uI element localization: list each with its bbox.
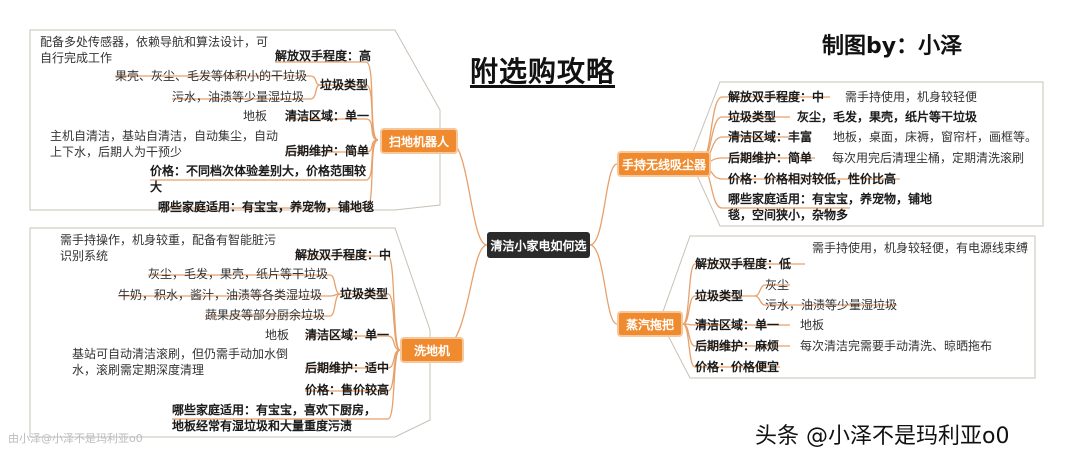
handheld-trash-key: 垃圾类型 xyxy=(728,110,777,124)
washer-family: 哪些家庭适用：有宝宝，喜欢下厨房，地板经常有湿垃圾和大量重度污渍 xyxy=(172,403,377,433)
steam-area-val: 地板 xyxy=(800,318,825,332)
handheld-free-key: 解放双手程度：中 xyxy=(728,90,825,104)
handheld-free-val: 需手持使用，机身较轻便 xyxy=(845,90,978,104)
robot-trash-key: 垃圾类型 xyxy=(320,78,369,92)
robot-trash-1: 果壳、灰尘、毛发等体积小的干垃圾 xyxy=(115,69,308,83)
steam-area-key: 清洁区域：单一 xyxy=(695,318,780,332)
robot-price: 价格：不同档次体验差别大，价格范围较大 xyxy=(150,164,367,194)
washer-trash-1: 灰尘，毛发，果壳，纸片等干垃圾 xyxy=(148,267,329,281)
watermark-text: 头条 @小泽不是玛利亚o0 xyxy=(755,424,1010,449)
robot-maint-key: 后期维护：简单 xyxy=(285,144,370,158)
corner-watermark: 由小泽@小泽不是玛利亚o0 xyxy=(8,432,143,445)
handheld-price: 价格：价格相对较低，性价比高 xyxy=(728,172,897,186)
robot-maint-desc: 主机自清洁，基站自清洁，自动集尘，自动上下水，后期人为干预少 xyxy=(50,129,279,159)
robot-family: 哪些家庭适用：有宝宝，养宠物，铺地毯 xyxy=(158,200,375,214)
branch-handheld-vacuum: 手持无线吸尘器 xyxy=(617,151,711,177)
steam-free-val: 需手持使用，机身较轻便，有电源线束缚 xyxy=(812,241,1029,255)
branch-steam-mop: 蒸汽拖把 xyxy=(617,311,683,337)
washer-price: 价格：售价较高 xyxy=(305,383,390,397)
robot-area-val: 地板 xyxy=(243,109,268,123)
steam-trash-1: 灰尘 xyxy=(765,278,790,292)
robot-free-desc: 配备多处传感器，依赖导航和算法设计，可自行完成工作 xyxy=(40,35,269,65)
handheld-area-key: 清洁区域：丰富 xyxy=(728,130,813,144)
steam-free-key: 解放双手程度：低 xyxy=(695,257,792,271)
handheld-trash-val: 灰尘，毛发，果壳，纸片等干垃圾 xyxy=(797,110,978,124)
robot-area-key: 清洁区域：单一 xyxy=(285,109,370,123)
steam-maint-val: 每次清洁完需要手动清洗、晾晒拖布 xyxy=(800,339,993,353)
branch-floor-washer: 洗地机 xyxy=(400,337,464,363)
washer-maint-key: 后期维护：适中 xyxy=(305,361,390,375)
washer-area-key: 清洁区域：单一 xyxy=(305,328,390,342)
washer-trash-2: 牛奶，积水，酱汁，油渍等各类湿垃圾 xyxy=(118,288,323,302)
handheld-area-val: 地板，桌面，床褥，窗帘杆，画框等。 xyxy=(833,130,1038,144)
steam-trash-key: 垃圾类型 xyxy=(695,289,744,303)
handheld-family: 哪些家庭适用：有宝宝，养宠物，铺地毯，空间狭小，杂物多 xyxy=(728,192,933,222)
washer-area-val: 地板 xyxy=(265,328,290,342)
steam-maint-key: 后期维护：麻烦 xyxy=(695,339,780,353)
washer-maint-desc: 基站可自动清洁滚刷，但仍需手动加水倒水，滚刷需定期深度清理 xyxy=(72,347,289,377)
robot-trash-2: 污水，油渍等少量湿垃圾 xyxy=(172,90,305,104)
washer-free-desc: 需手持操作，机身较重，配备有智能脏污识别系统 xyxy=(60,233,277,263)
page-title: 附选购攻略 xyxy=(470,55,616,88)
author-credit: 制图by：小泽 xyxy=(822,34,963,59)
handheld-maint-key: 后期维护：简单 xyxy=(728,151,813,165)
washer-trash-key: 垃圾类型 xyxy=(340,287,389,301)
washer-free-key: 解放双手程度：中 xyxy=(295,248,392,262)
handheld-maint-val: 每次用完后清理尘桶，定期清洗滚刷 xyxy=(832,151,1025,165)
steam-price: 价格：价格便宜 xyxy=(695,360,780,374)
robot-free-key: 解放双手程度：高 xyxy=(275,49,372,63)
washer-trash-3: 蔬果皮等部分厨余垃圾 xyxy=(205,308,326,322)
branch-robot-vacuum: 扫地机器人 xyxy=(380,128,458,154)
center-node: 清洁小家电如何选 xyxy=(487,232,590,258)
steam-trash-2: 污水，油渍等少量湿垃圾 xyxy=(765,298,898,312)
